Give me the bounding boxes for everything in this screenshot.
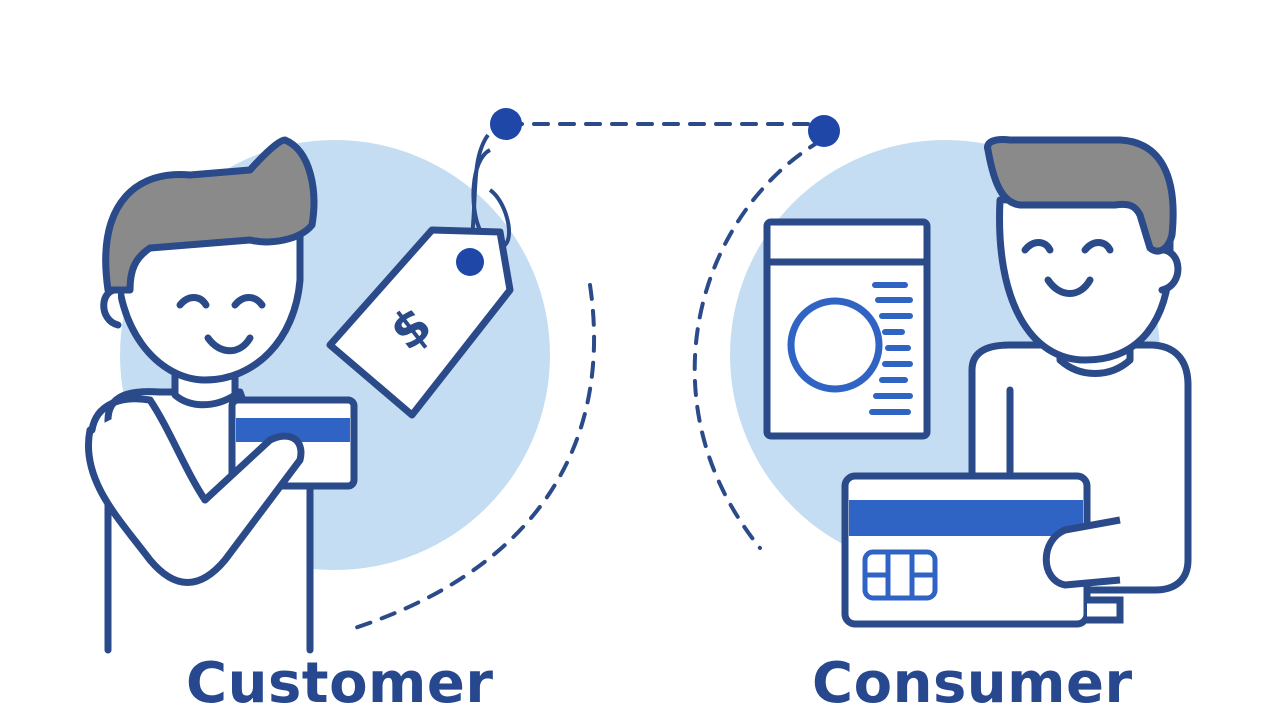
document-ring-chart [787,297,883,393]
consumer-head [996,191,1174,364]
price-tag-icon: $ [326,133,514,419]
connector-dot-left [490,108,522,140]
customer-head [113,216,304,384]
consumer-hair [984,136,1177,255]
chip-icon [862,549,938,601]
customer-hair [102,136,318,294]
dashed-connectors [353,122,824,630]
customer-person [85,136,358,654]
consumer-person [968,136,1192,594]
connector-dot-right [808,115,840,147]
consumer-label: Consumer [812,651,1133,716]
consumer-hand [1042,516,1121,589]
customer-label: Customer [186,651,494,716]
document-chart-icon [763,218,931,440]
